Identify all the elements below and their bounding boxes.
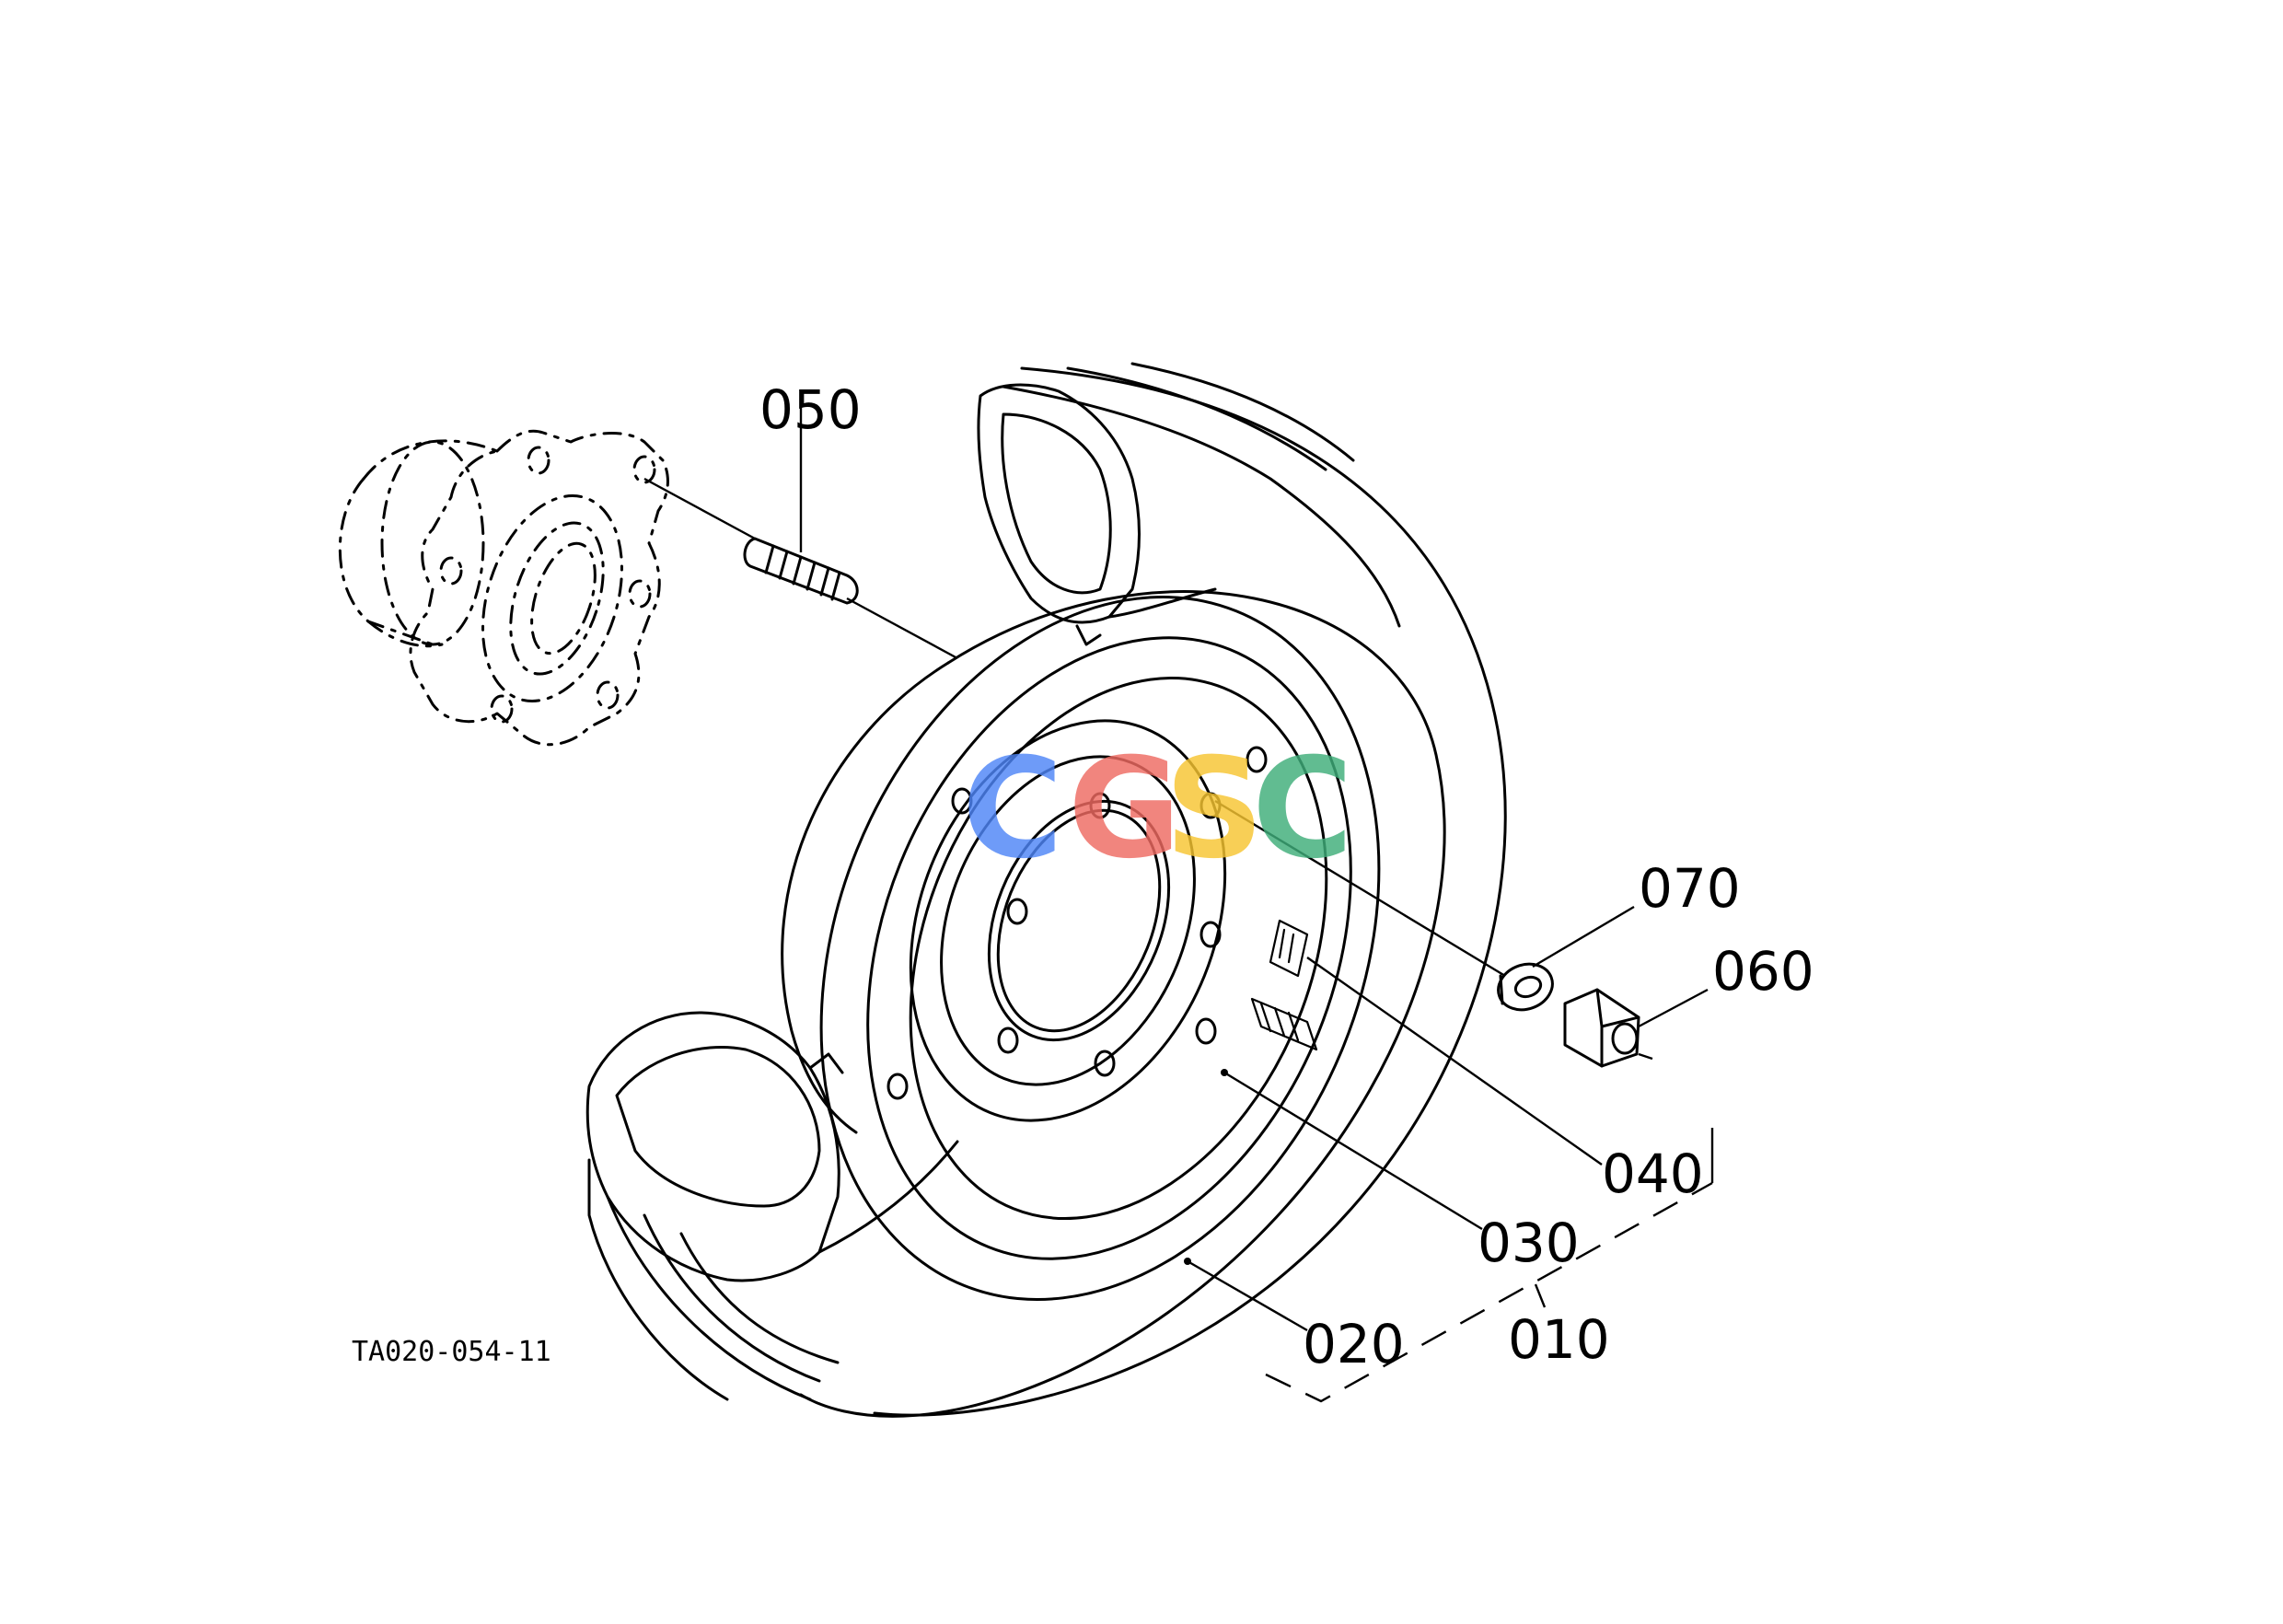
part-label-010: 010 [1508,1308,1610,1371]
stud-bolt [743,537,859,605]
cgsc-watermark: C G S C [962,729,1353,889]
lock-washer [1497,962,1554,1012]
part-label-020: 020 [1303,1313,1405,1375]
part-label-050: 050 [759,378,862,441]
wheel-hub [338,429,669,747]
watermark-letter-c1: C [962,729,1063,889]
part-label-030: 030 [1478,1212,1580,1274]
watermark-letter-g: G [1068,729,1181,889]
leader-lines [643,391,1714,1403]
watermark-letter-c2: C [1252,729,1353,889]
hex-nut [1563,988,1640,1068]
part-label-070: 070 [1639,857,1741,920]
part-label-060: 060 [1712,940,1814,1003]
tire [585,362,1507,1418]
valve-stem [1250,919,1318,1051]
watermark-letter-s: S [1165,729,1264,889]
drawing-code: TA020-054-11 [352,1336,551,1368]
part-label-040: 040 [1602,1143,1704,1205]
wheel-rim [819,596,1381,1301]
